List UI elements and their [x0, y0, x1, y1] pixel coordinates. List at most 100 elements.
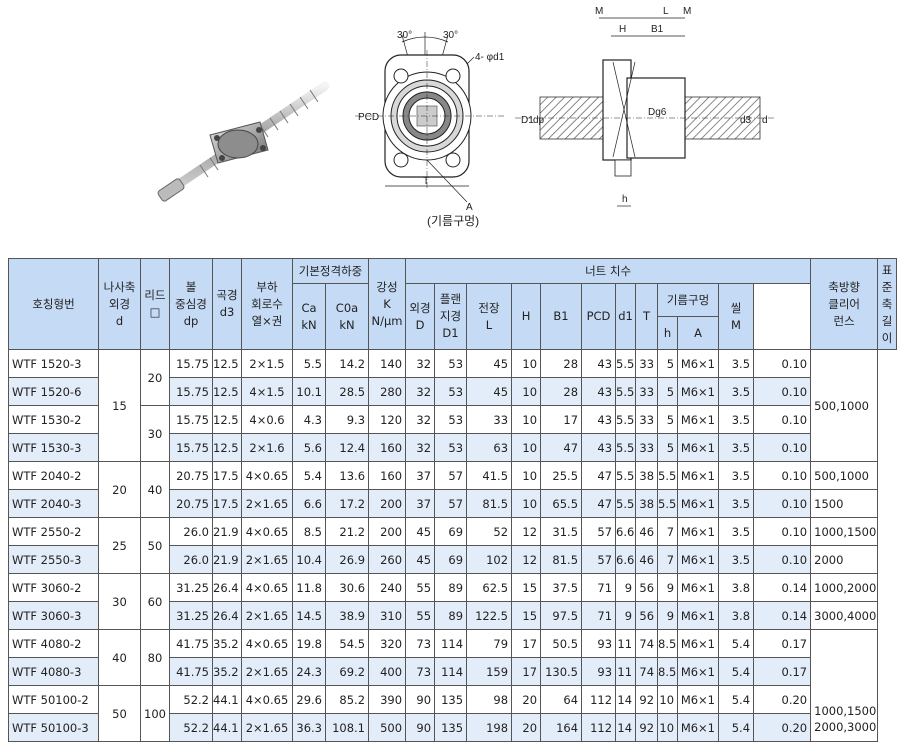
cell-t: 33 — [635, 433, 659, 462]
dp-label: dp — [533, 115, 545, 126]
cell-d: 90 — [405, 713, 436, 742]
b1-label: B1 — [651, 24, 664, 35]
cell-h: 20 — [511, 685, 542, 714]
cell-d: 32 — [405, 349, 436, 378]
cell-a: M6×1 — [677, 629, 720, 658]
cell-ca: 29.6 — [292, 685, 326, 714]
cell-circ: 4×1.5 — [241, 377, 293, 406]
cell-k: 280 — [368, 377, 407, 406]
cell-dp: 15.75 — [169, 433, 213, 462]
cell-pcd: 43 — [581, 405, 617, 434]
cell-d3: 21.9 — [212, 517, 242, 546]
cell-h: 10 — [657, 685, 679, 714]
cell-d1: 11 — [615, 657, 637, 686]
cell-l: 45 — [466, 377, 513, 406]
cell-model: WTF 50100-3 — [8, 713, 99, 742]
cell-t: 56 — [635, 601, 659, 630]
cell-cl: 0.10 — [753, 349, 812, 378]
cell-m: 3.5 — [718, 461, 755, 490]
cell-pcd: 43 — [581, 377, 617, 406]
cell-ca: 14.5 — [292, 601, 326, 630]
cell-d3: 26.4 — [212, 573, 242, 602]
technical-drawings: 30° 30° 4- φd1 PCD T A (기름구멍) M L M H — [0, 0, 902, 258]
cell-h: 7 — [657, 545, 679, 574]
cell-d1: 11 — [615, 629, 637, 658]
cell-b1: 31.5 — [540, 517, 583, 546]
cell-d: 73 — [405, 657, 436, 686]
cell-circ: 4×0.65 — [241, 517, 293, 546]
cell-k: 160 — [368, 461, 407, 490]
cell-cl: 0.20 — [753, 713, 812, 742]
d3-label: d3 — [740, 115, 752, 126]
cell-h: 5.5 — [657, 489, 679, 518]
cell-a: M6×1 — [677, 461, 720, 490]
header-model: 호칭형번 — [8, 258, 99, 350]
cell-m: 3.5 — [718, 349, 755, 378]
cell-d3: 35.2 — [212, 629, 242, 658]
cell-dp: 52.2 — [169, 685, 213, 714]
cell-std-length: 1500 — [810, 489, 879, 518]
cell-a: M6×1 — [677, 545, 720, 574]
cell-l: 45 — [466, 349, 513, 378]
cell-l: 198 — [466, 713, 513, 742]
cell-l: 159 — [466, 657, 513, 686]
cell-cl: 0.14 — [753, 573, 812, 602]
cell-dp: 15.75 — [169, 349, 213, 378]
cell-pcd: 71 — [581, 601, 617, 630]
cell-h: 10 — [511, 489, 542, 518]
cell-ca: 4.3 — [292, 405, 326, 434]
cell-d: 45 — [405, 517, 436, 546]
cell-ca: 5.5 — [292, 349, 326, 378]
cell-pcd: 71 — [581, 573, 617, 602]
std-length-40b: 2000,3000 — [814, 720, 877, 734]
l-label: L — [663, 6, 669, 17]
cell-d1: 135 — [434, 685, 468, 714]
cell-pcd: 112 — [581, 685, 617, 714]
cell-d1: 6.6 — [615, 517, 637, 546]
cell-lead: 80 — [140, 629, 170, 686]
cell-d3: 17.5 — [212, 489, 242, 518]
cell-ca: 8.5 — [292, 517, 326, 546]
cell-h: 5 — [657, 349, 679, 378]
cell-h: 10 — [511, 377, 542, 406]
cell-d: 90 — [405, 685, 436, 714]
cell-d: 32 — [405, 405, 436, 434]
cell-d3: 12.5 — [212, 405, 242, 434]
cell-std-length: 500,1000 — [810, 461, 879, 490]
cell-circ: 2×1.65 — [241, 713, 293, 742]
cell-m: 5.4 — [718, 629, 755, 658]
angle-left-label: 30° — [397, 30, 412, 41]
std-length-40a: 1000,1500 — [814, 704, 877, 718]
cell-d: 45 — [405, 545, 436, 574]
cell-circ: 2×1.65 — [241, 545, 293, 574]
cell-b1: 81.5 — [540, 545, 583, 574]
cell-k: 320 — [368, 629, 407, 658]
cell-d1: 5.5 — [615, 461, 637, 490]
cell-c0a: 9.3 — [324, 405, 370, 434]
header-pcd: PCD — [581, 283, 617, 350]
cell-l: 63 — [466, 433, 513, 462]
cell-c0a: 17.2 — [324, 489, 370, 518]
cell-pcd: 47 — [581, 489, 617, 518]
cell-d1: 53 — [434, 433, 468, 462]
cell-ca: 24.3 — [292, 657, 326, 686]
cell-k: 240 — [368, 573, 407, 602]
cell-m: 3.5 — [718, 517, 755, 546]
cell-pcd: 112 — [581, 713, 617, 742]
cell-lead: 30 — [140, 405, 170, 462]
cell-h: 5 — [657, 433, 679, 462]
cell-d1: 5.5 — [615, 489, 637, 518]
cell-ca: 10.1 — [292, 377, 326, 406]
cell-circ: 2×1.5 — [241, 349, 293, 378]
cell-d: 55 — [405, 601, 436, 630]
cell-model: WTF 1530-2 — [8, 405, 99, 434]
cell-pcd: 43 — [581, 433, 617, 462]
oil-hole-caption: (기름구멍) — [427, 214, 479, 228]
cell-cl: 0.10 — [753, 517, 812, 546]
cell-circ: 4×0.65 — [241, 629, 293, 658]
